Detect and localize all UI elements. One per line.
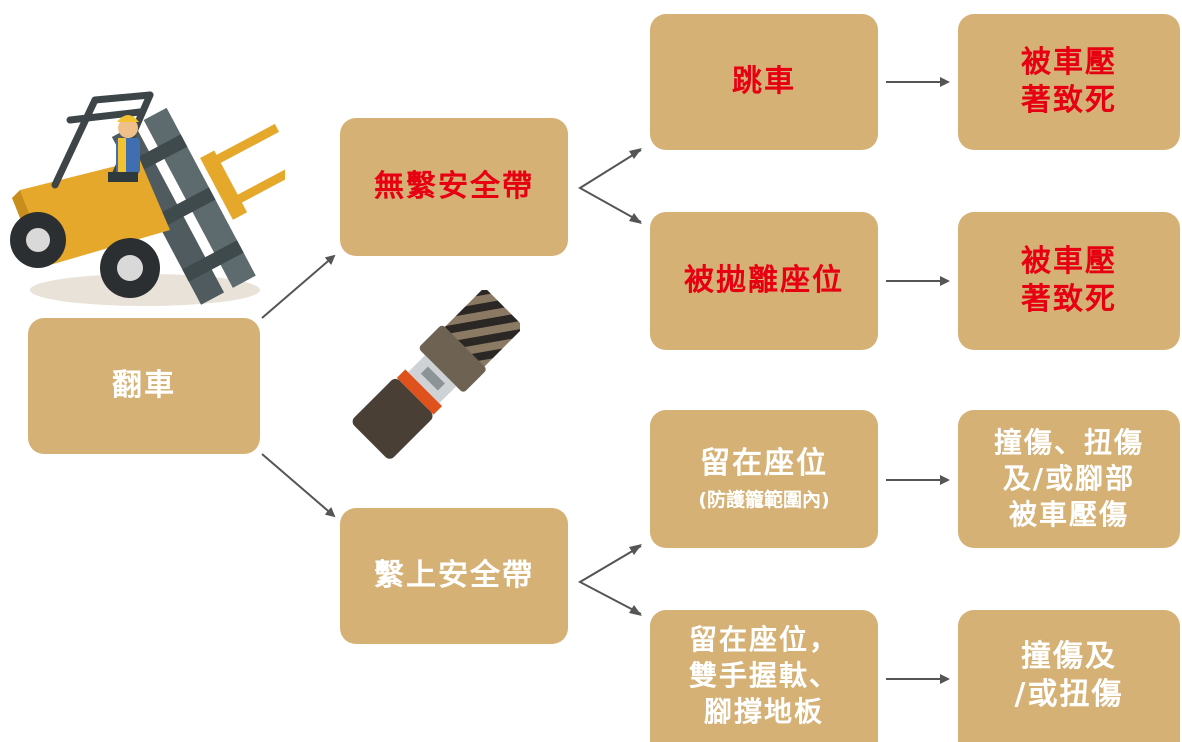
root-node-rollover: 翻車 xyxy=(28,318,260,454)
node-text: 腳撐地板 xyxy=(703,695,824,728)
arrow-root-to-no-belt xyxy=(261,254,336,319)
node-seatbelt-on: 繫上安全帶 xyxy=(340,508,568,644)
node-stay-hold-wheel: 留在座位， 雙手握軚、 腳撐地板 xyxy=(650,610,878,742)
outcome-crushed-2: 被車壓 著致死 xyxy=(958,212,1180,350)
node-thrown-from-seat: 被拋離座位 xyxy=(650,212,878,350)
seatbelt-buckle-illustration xyxy=(352,290,520,459)
outcome-crushed-1: 被車壓 著致死 xyxy=(958,14,1180,150)
node-text: /或扭傷 xyxy=(1014,677,1124,712)
node-text: 無繫安全帶 xyxy=(374,169,534,204)
fork-no-belt-head-bottom xyxy=(629,213,642,224)
node-stay-in-seat: 留在座位 (防護籠範圍內) xyxy=(650,410,878,548)
fork-no-belt xyxy=(578,149,642,223)
node-no-seatbelt: 無繫安全帶 xyxy=(340,118,568,256)
node-text: 及/或腳部 xyxy=(1002,462,1136,495)
node-text: 被拋離座位 xyxy=(684,263,844,298)
node-text: 翻車 xyxy=(112,368,176,403)
arrow-root-to-belt xyxy=(261,453,336,518)
node-text: 著致死 xyxy=(1021,282,1117,317)
node-text: 撞傷及 xyxy=(1021,639,1117,674)
outcome-injury-1: 撞傷、扭傷 及/或腳部 被車壓傷 xyxy=(958,410,1180,548)
node-text: 被車壓傷 xyxy=(1008,498,1129,531)
node-text: 跳車 xyxy=(732,64,796,99)
node-text: 留在座位， xyxy=(688,623,839,656)
node-text: 撞傷、扭傷 xyxy=(993,426,1144,459)
fork-belt xyxy=(577,545,642,615)
node-subtext: (防護籠範圍內) xyxy=(698,489,830,511)
fork-no-belt-head-top xyxy=(629,148,642,159)
node-text: 雙手握軚、 xyxy=(688,659,839,692)
node-text: 著致死 xyxy=(1021,83,1117,118)
node-text: 被車壓 xyxy=(1021,244,1117,279)
node-text: 留在座位 xyxy=(700,446,828,481)
fork-belt-head-top xyxy=(629,544,642,555)
outcome-injury-2: 撞傷及 /或扭傷 xyxy=(958,610,1180,742)
fork-belt-head-bottom xyxy=(629,605,642,616)
forklift-illustration xyxy=(10,91,285,306)
node-text: 繫上安全帶 xyxy=(374,558,534,593)
node-text: 被車壓 xyxy=(1021,45,1117,80)
node-jump-out: 跳車 xyxy=(650,14,878,150)
